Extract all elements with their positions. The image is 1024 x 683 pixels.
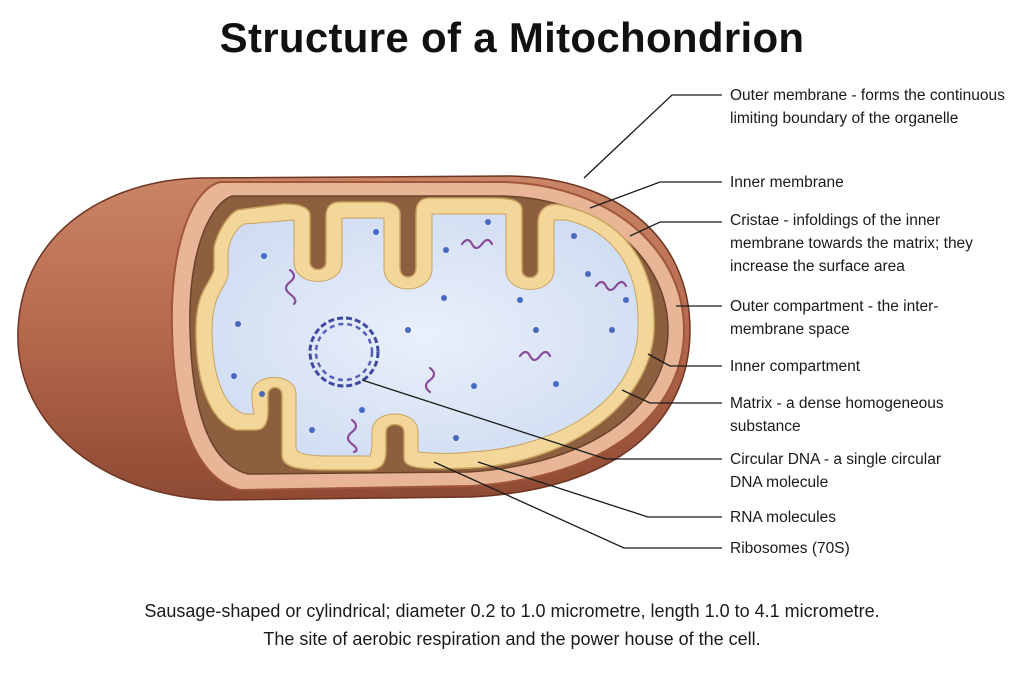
leader-lines <box>361 94 722 549</box>
label-ribosomes: Ribosomes (70S) <box>730 540 850 557</box>
rna-molecules <box>284 238 628 454</box>
label-rna-molecules: RNA molecules <box>730 509 836 526</box>
label-circular-dna: Circular DNA - a single circular DNA mol… <box>730 451 942 491</box>
leader-inner-compartment <box>647 353 722 367</box>
matrix <box>211 213 639 457</box>
leader-outer-membrane <box>583 94 722 179</box>
label-outer-compartment: Outer compartment - the inter-membrane s… <box>730 298 939 338</box>
leader-circular-dna <box>361 379 722 460</box>
leader-matrix <box>621 389 722 404</box>
leader-rna <box>477 461 722 518</box>
leader-inner-membrane <box>589 181 722 209</box>
caption-line-2: The site of aerobic respiration and the … <box>263 629 761 649</box>
label-matrix: Matrix - a dense homogeneous substance <box>730 395 944 435</box>
label-inner-compartment: Inner compartment <box>730 358 861 375</box>
label-outer-membrane: Outer membrane - forms the continuous li… <box>730 87 1005 127</box>
caption-line-1: Sausage-shaped or cylindrical; diameter … <box>144 601 880 621</box>
leader-ribosomes <box>433 461 722 549</box>
ribosomes <box>231 219 629 441</box>
diagram-title: Structure of a Mitochondrion <box>219 14 805 61</box>
circular-dna <box>308 316 380 388</box>
label-inner-membrane: Inner membrane <box>730 174 844 191</box>
label-cristae: Cristae - infoldings of the inner membra… <box>730 212 973 275</box>
leader-cristae <box>629 221 722 237</box>
